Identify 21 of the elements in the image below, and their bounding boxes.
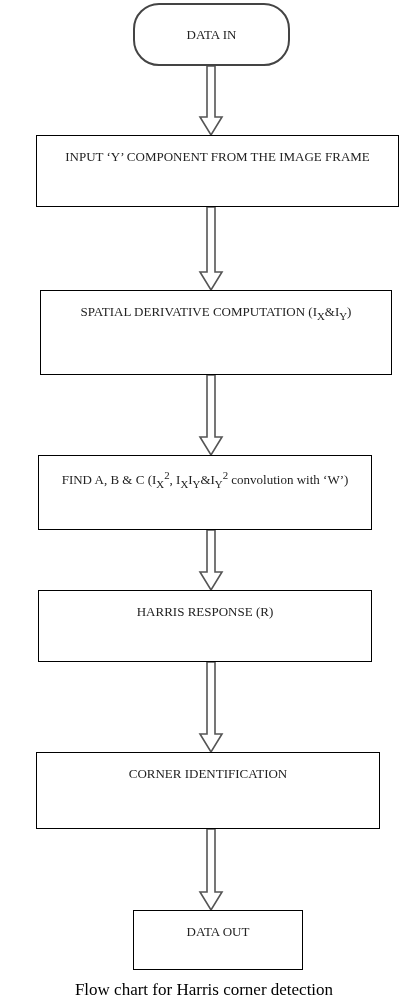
step-label: DATA IN [186, 25, 237, 44]
process-box [38, 590, 372, 662]
process-box [36, 752, 380, 829]
block-arrow [198, 374, 224, 457]
process-box [38, 455, 372, 530]
block-arrow [198, 529, 224, 592]
terminal-box [133, 3, 290, 66]
process-box [40, 290, 392, 375]
step-label: DATA OUT [186, 923, 250, 941]
terminal-box [133, 910, 303, 970]
step-label: HARRIS RESPONSE (R) [136, 603, 274, 621]
step-label: FIND A, B & C (I$_{X}$$^{2}$, I$_{X}$I$_{Y}$&I$_{Y}$$^{2}$ convolution with ‘W’) [61, 468, 349, 492]
block-arrow [198, 828, 224, 912]
step-label: CORNER IDENTIFICATION [128, 765, 288, 783]
step-label: SPATIAL DERIVATIVE COMPUTATION (I$_{X}$&I$_{Y}$) [80, 303, 352, 324]
process-box [36, 135, 399, 207]
step-label: INPUT ‘Y’ COMPONENT FROM THE IMAGE FRAME [65, 148, 370, 166]
block-arrow [198, 206, 224, 292]
block-arrow [198, 661, 224, 754]
figure-caption: Flow chart for Harris corner detection [73, 980, 335, 1000]
block-arrow [198, 65, 224, 137]
